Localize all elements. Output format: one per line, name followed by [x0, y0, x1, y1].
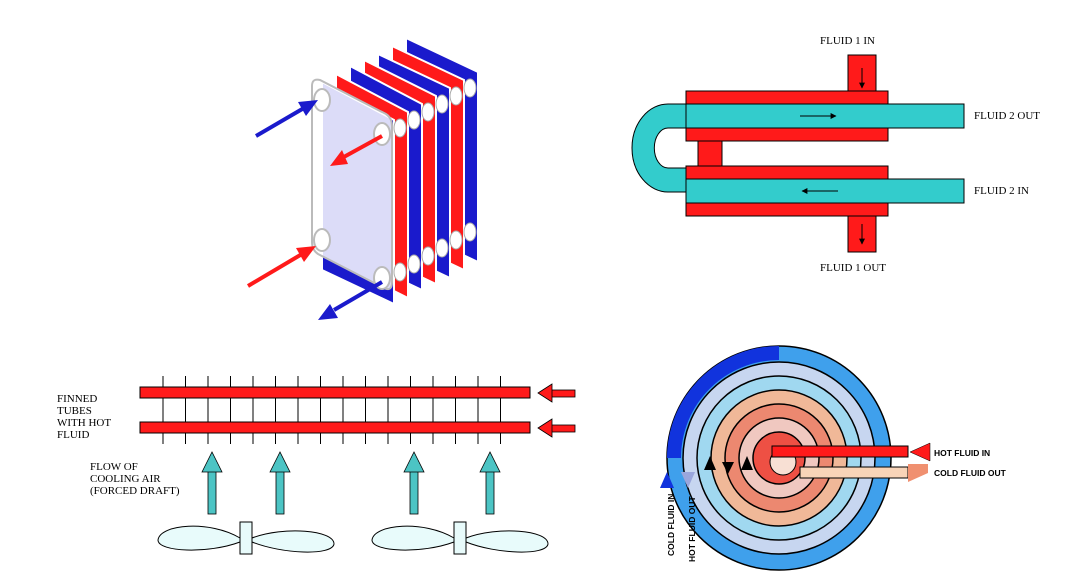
flow-arrow-icon — [908, 464, 928, 482]
flow-arrow-icon — [479, 451, 501, 515]
flow-arrow-icon — [660, 472, 674, 488]
hot-fluid-out-label: HOT FLUID OUT — [687, 496, 697, 562]
fan-icon — [371, 521, 549, 555]
fluid2-in-label: FLUID 2 IN — [974, 185, 1029, 197]
fan-icon — [157, 521, 335, 555]
fluid1-out-label: FLUID 1 OUT — [820, 262, 886, 274]
cold-fluid-out-label: COLD FLUID OUT — [934, 468, 1007, 478]
cooling-air-label: FLOW OF COOLING AIR (FORCED DRAFT) — [90, 461, 180, 497]
spiral-heat-exchanger: HOT FLUID IN COLD FLUID OUT COLD FLUID I… — [660, 345, 1007, 571]
flow-arrow-icon — [330, 134, 383, 166]
cold-fluid-in-label: COLD FLUID IN — [666, 494, 676, 556]
flow-arrow-icon — [318, 280, 384, 320]
double-pipe-exchanger: FLUID 1 IN FLUID 1 OUT FLUID 2 OUT FLUID… — [631, 35, 1040, 274]
finned-tubes-label: FINNED TUBES WITH HOT FLUID — [57, 393, 114, 441]
flow-arrow-icon — [537, 383, 576, 403]
plate-heat-exchanger — [246, 36, 479, 320]
flow-arrow-icon — [246, 246, 316, 288]
u-bend — [631, 103, 687, 193]
flow-arrow-icon — [201, 451, 223, 515]
flow-arrow-icon — [681, 472, 695, 488]
tube-fins — [162, 376, 501, 444]
fluid1-in-label: FLUID 1 IN — [820, 35, 875, 47]
flow-arrow-icon — [537, 418, 576, 438]
hot-fluid-in-label: HOT FLUID IN — [934, 448, 990, 458]
flow-arrow-icon — [269, 451, 291, 515]
flow-arrow-icon — [403, 451, 425, 515]
flow-arrow-icon — [909, 442, 931, 462]
finned-tube-upper — [139, 386, 531, 399]
fluid2-out-label: FLUID 2 OUT — [974, 110, 1040, 122]
flow-arrow-icon — [254, 100, 318, 138]
air-cooled-exchanger: FINNED TUBES WITH HOT FLUID FLOW OF COOL… — [57, 376, 576, 555]
hot-inlet-tube — [771, 445, 909, 458]
cold-outlet-tube — [799, 466, 909, 479]
front-plate — [311, 78, 393, 291]
finned-tube-lower — [139, 421, 531, 434]
